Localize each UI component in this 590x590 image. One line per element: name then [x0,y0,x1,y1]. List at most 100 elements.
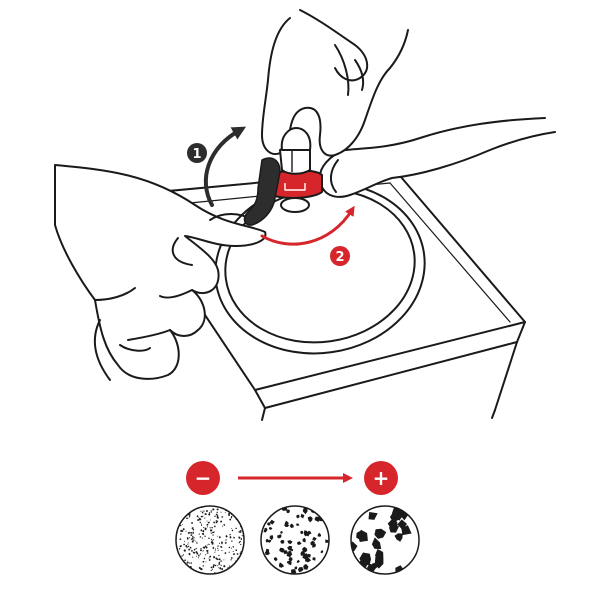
grind-particle [210,510,212,512]
grind-particle [217,535,218,537]
grind-particle [297,541,302,545]
grind-particle [231,516,233,518]
grind-particle [178,548,181,550]
grind-particle [374,528,387,539]
grind-particle [241,535,243,537]
grind-particle [185,544,188,548]
grind-particle [216,517,219,519]
fine-grind-sample [175,505,245,575]
grind-particle [238,541,240,544]
grind-particle [231,528,233,529]
grind-particle [176,531,178,533]
grind-particle [210,529,213,532]
grind-particle [201,532,205,536]
grind-particle [235,527,237,529]
grind-particle [239,552,242,554]
grind-particle [320,550,324,554]
grind-particle [187,560,189,562]
grind-particle [195,547,197,550]
grind-particle [230,513,232,515]
grind-particle [238,531,241,533]
grind-particle [190,534,193,536]
step-2-curved-arrow [260,205,355,246]
grind-particle [204,545,207,548]
grind-particle [214,572,216,574]
grind-particle [296,514,300,519]
grind-particle [287,540,293,544]
step-1-curved-arrow [203,126,247,207]
grind-particle [359,552,371,566]
grind-particle [190,539,192,541]
grind-particle [269,519,275,525]
grind-particle [216,511,218,514]
grind-particle [179,538,182,540]
grind-particle [218,562,221,565]
grind-particle [181,530,184,532]
grind-particle [213,521,215,524]
grind-particle [232,546,235,548]
grind-particle [215,548,217,550]
grind-particle [188,537,191,539]
grind-particle [201,524,203,527]
grind-particle [314,518,317,521]
grind-particle [208,543,210,546]
grind-particle [179,524,182,527]
grind-particle [221,568,223,571]
grind-particle [210,532,213,534]
step-1-badge-icon [187,143,207,163]
grind-particle [190,562,193,564]
grind-particle [284,507,288,511]
grind-particle [233,553,235,556]
grind-particle [190,532,193,534]
grind-particle [356,530,365,540]
grind-particle [217,549,219,551]
grind-particle [218,561,221,564]
grind-particle [218,542,221,544]
grind-particle [201,512,204,514]
grind-particle [221,541,223,544]
grind-particle [228,546,231,549]
grind-particle [239,531,242,534]
grind-particle [224,552,227,555]
grind-particle [300,530,304,535]
grind-particle [263,529,267,533]
grind-particle [212,547,215,550]
left-hand [54,164,267,381]
knob-washer [280,197,310,213]
grind-particle [389,512,400,523]
grind-particle [218,567,220,569]
grind-particle [202,565,205,567]
coarse-grind-sample [350,505,420,575]
grind-particle [195,551,198,554]
grind-particle [213,564,215,567]
grind-particle [200,510,202,512]
grind-particle [187,545,190,548]
grind-particle [325,539,329,543]
grind-particle [401,525,412,536]
grind-particle [183,549,186,552]
grind-particle [240,543,242,545]
grind-particle [228,551,230,553]
top-hand [261,9,409,157]
grind-particle [278,562,285,568]
grind-particle [368,512,378,520]
grind-particle [223,559,225,561]
plus-icon [364,461,398,495]
grind-particle [211,540,213,542]
grind-particle [203,510,205,512]
grind-particle [221,542,223,545]
grind-particle [203,513,205,515]
grind-particle [240,538,242,541]
step-1-badge: 1 [187,143,207,163]
grind-particle [206,523,209,526]
grind-particle [231,529,234,532]
grind-particle [307,516,313,523]
grind-particle [215,557,218,560]
grind-particle [217,516,219,518]
grind-particle [217,565,219,567]
grind-particle [186,517,188,520]
grind-particle [189,546,192,549]
grind-particle [214,550,216,552]
grind-particle [212,539,214,541]
